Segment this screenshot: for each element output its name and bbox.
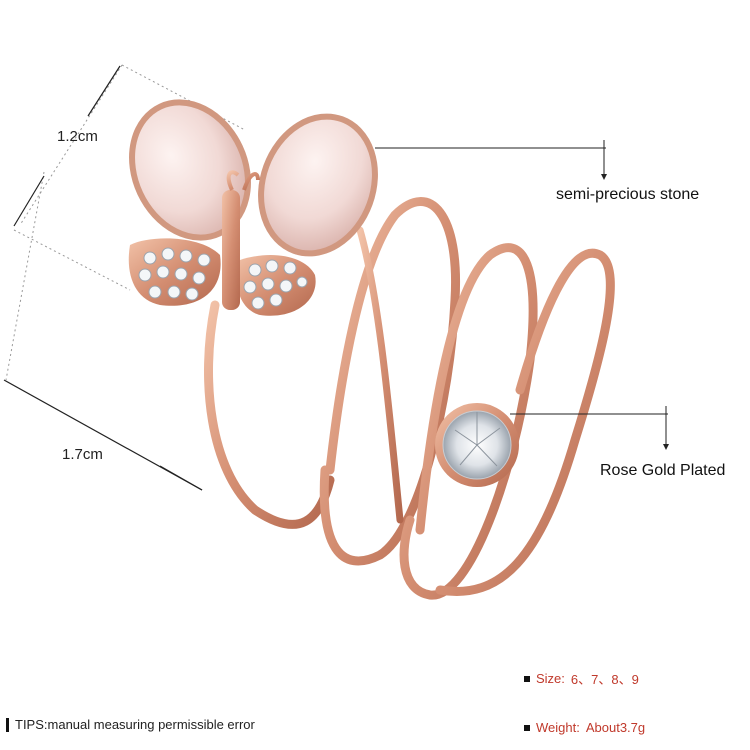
round-gem [435,403,519,487]
ring-coils [204,197,615,600]
butterfly-charm [128,99,378,316]
width-dimension-label: 1.2cm [57,128,98,145]
size-spec: Size: 6、7、8、9 [524,669,639,688]
size-key: Size: [536,671,565,686]
dimension-guides [5,64,246,381]
weight-key: Weight: [536,720,580,735]
weight-value: About3.7g [585,720,646,735]
bullet-square-icon [524,675,530,682]
bullet-square-icon [524,724,530,731]
length-dimension-label: 1.7cm [62,446,103,463]
plating-callout-label: Rose Gold Plated [600,462,726,479]
stone-callout-label: semi-precious stone [556,186,700,203]
tips-note: TIPS:manual measuring permissible error [6,717,255,732]
tips-bar-icon [6,717,9,732]
callout-lines [375,140,668,448]
callout-arrowhead [663,444,669,450]
tips-text: TIPS:manual measuring permissible error [15,717,255,732]
callout-arrowhead [601,174,607,180]
weight-spec: Weight: About3.7g [524,720,645,735]
width-dimension-arrow [3,65,203,491]
size-value: 6、7、8、9 [570,672,639,687]
